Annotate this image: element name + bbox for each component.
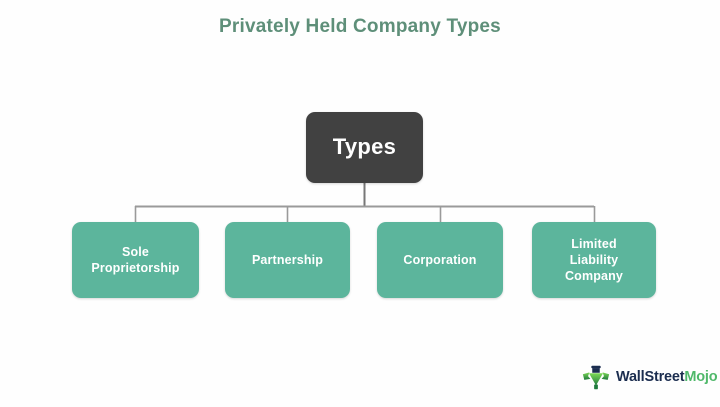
wallstreetmojo-logo[interactable]: WallStreetMojo xyxy=(581,362,718,392)
node-label: Sole Proprietorship xyxy=(91,245,180,275)
logo-word-accent: Mojo xyxy=(684,369,718,385)
page-title: Privately Held Company Types xyxy=(219,16,501,37)
node-limited-liability-company[interactable]: Limited Liability Company xyxy=(532,222,656,298)
node-corporation[interactable]: Corporation xyxy=(377,222,503,298)
logo-word-primary: WallStreet xyxy=(616,369,685,385)
node-label: Corporation xyxy=(403,253,477,267)
bull-market-arrow-icon xyxy=(582,365,610,390)
node-root-label: Types xyxy=(332,134,397,160)
node-sole-proprietorship[interactable]: Sole Proprietorship xyxy=(72,222,199,298)
node-root-types[interactable]: Types xyxy=(306,112,423,183)
node-partnership[interactable]: Partnership xyxy=(225,222,350,298)
node-label: Limited Liability Company xyxy=(564,237,623,283)
logo-text: WallStreetMojo xyxy=(616,369,718,385)
node-label: Partnership xyxy=(251,253,324,267)
